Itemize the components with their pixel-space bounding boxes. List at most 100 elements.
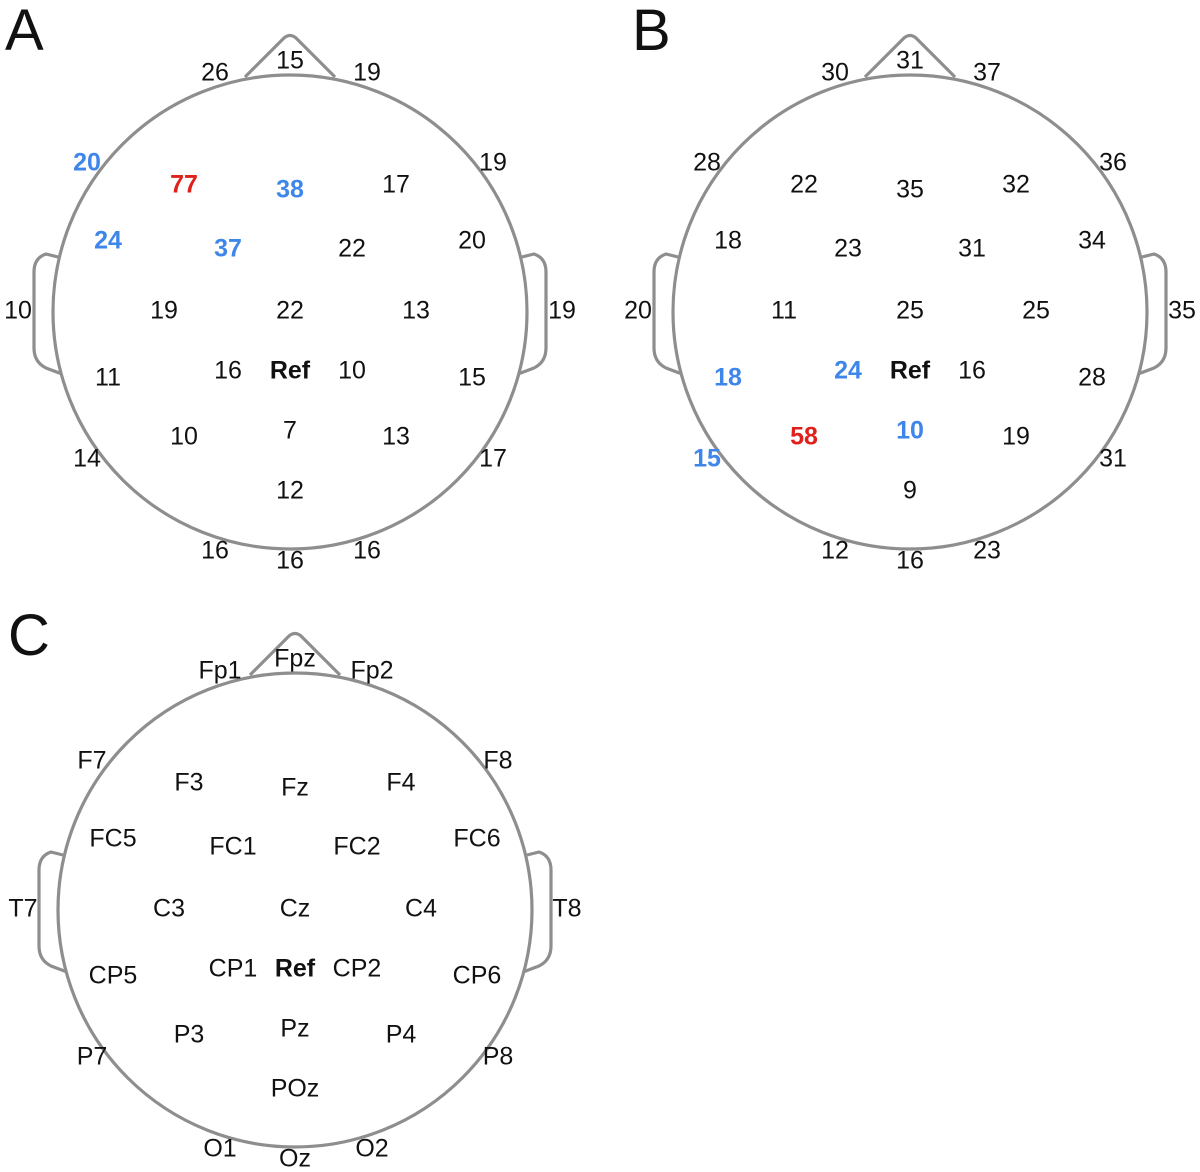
electrode-value: 18 — [714, 227, 742, 255]
electrode-value: 16 — [214, 357, 242, 385]
panel-letter: C — [8, 603, 50, 668]
electrode-value: 23 — [834, 235, 862, 263]
electrode-value: CP2 — [333, 955, 382, 983]
electrode-value: Fz — [281, 774, 309, 802]
electrode-value: 19 — [353, 59, 381, 87]
electrode-value: C3 — [153, 895, 185, 923]
electrode-value: FC1 — [209, 833, 256, 861]
electrode-value: F4 — [386, 769, 415, 797]
electrode-value: 14 — [73, 445, 101, 473]
electrode-value: 31 — [958, 235, 986, 263]
electrode-value: 15 — [276, 47, 304, 75]
electrode-value: 28 — [1078, 364, 1106, 392]
electrode-value: O2 — [355, 1135, 388, 1163]
electrode-value: O1 — [203, 1135, 236, 1163]
electrode-value: 30 — [821, 59, 849, 87]
electrode-value: C4 — [405, 895, 437, 923]
electrode-value: 23 — [973, 537, 1001, 565]
electrode-value: 31 — [1099, 445, 1127, 473]
electrode-value: Fp1 — [198, 657, 241, 685]
electrode-value: 31 — [896, 47, 924, 75]
electrode-value: 22 — [338, 235, 366, 263]
electrode-value: T8 — [552, 895, 581, 923]
panel-letter: B — [632, 0, 671, 63]
electrode-value: 26 — [201, 59, 229, 87]
electrode-value: F7 — [77, 747, 106, 775]
electrode-value: CP1 — [209, 955, 258, 983]
electrode-value: 34 — [1078, 227, 1106, 255]
electrode-value: 16 — [353, 537, 381, 565]
electrode-value: P7 — [77, 1043, 108, 1071]
electrode-value: 10 — [896, 417, 924, 445]
electrode-value: 25 — [896, 297, 924, 325]
electrode-value: 12 — [821, 537, 849, 565]
electrode-value: Cz — [280, 895, 311, 923]
electrode-value: 58 — [790, 423, 818, 451]
panel-b: B 31 30 37 28 22 35 32 36 18 23 31 34 20 11 25 25 35 18 24 R… — [624, 0, 1196, 575]
electrode-value: 37 — [973, 59, 1001, 87]
electrode-value: 37 — [214, 235, 242, 263]
electrode-value: FC2 — [333, 833, 380, 861]
electrode-value: CP5 — [89, 962, 138, 990]
electrode-value: 10 — [338, 357, 366, 385]
electrode-value: 36 — [1099, 149, 1127, 177]
electrode-value: FC6 — [453, 825, 500, 853]
electrode-value: Fp2 — [350, 657, 393, 685]
electrode-value: 77 — [170, 171, 198, 199]
electrode-value: 13 — [382, 423, 410, 451]
electrode-value: 19 — [1002, 423, 1030, 451]
electrode-value: 10 — [170, 423, 198, 451]
electrode-value: 25 — [1022, 297, 1050, 325]
panel-letter: A — [5, 0, 44, 63]
electrode-value: P8 — [483, 1043, 514, 1071]
electrode-value: Fpz — [274, 645, 316, 673]
electrode-value: 11 — [771, 297, 797, 325]
electrode-value: 15 — [458, 364, 486, 392]
electrode-value: FC5 — [89, 825, 136, 853]
electrode-value: 19 — [479, 149, 507, 177]
electrode-value: 16 — [201, 537, 229, 565]
electrode-value: 12 — [276, 477, 304, 505]
electrode-value: 19 — [548, 297, 576, 325]
reference-label: Ref — [270, 357, 311, 385]
electrode-value: 15 — [693, 445, 721, 473]
electrode-value: 19 — [150, 297, 178, 325]
electrode-value: 22 — [790, 171, 818, 199]
electrode-value: F3 — [174, 769, 203, 797]
electrode-value: F8 — [483, 747, 512, 775]
electrode-value: 20 — [73, 149, 101, 177]
electrode-value: 24 — [834, 357, 862, 385]
electrode-value: P3 — [174, 1021, 205, 1049]
reference-label: Ref — [275, 955, 316, 983]
electrode-value: T7 — [8, 895, 37, 923]
electrode-value: 9 — [903, 477, 917, 505]
electrode-value: P4 — [386, 1021, 417, 1049]
electrode-value: 16 — [958, 357, 986, 385]
electrode-value: 10 — [4, 297, 32, 325]
electrode-value: 38 — [276, 176, 304, 204]
electrode-value: 24 — [94, 227, 122, 255]
electrode-value: Pz — [280, 1015, 309, 1043]
panel-a: A 15 26 19 20 77 38 17 19 24 37 22 20 10 19 22 13 19 11 16 R… — [4, 0, 576, 575]
electrode-value: 16 — [896, 547, 924, 575]
electrode-value: 17 — [382, 171, 410, 199]
electrode-value: 16 — [276, 547, 304, 575]
electrode-value: 11 — [95, 364, 121, 392]
electrode-value: 28 — [693, 149, 721, 177]
electrode-value: 32 — [1002, 171, 1030, 199]
reference-label: Ref — [890, 357, 931, 385]
electrode-value: 35 — [896, 176, 924, 204]
electrode-value: 22 — [276, 297, 304, 325]
electrode-value: 7 — [283, 417, 297, 445]
electrode-value: 18 — [714, 364, 742, 392]
electrode-value: 17 — [479, 445, 507, 473]
electrode-value: 20 — [624, 297, 652, 325]
electrode-value: Oz — [279, 1145, 311, 1172]
electrode-value: 13 — [402, 297, 430, 325]
electrode-value: POz — [271, 1075, 320, 1103]
electrode-value: 35 — [1168, 297, 1196, 325]
electrode-value: CP6 — [453, 962, 502, 990]
electrode-value: 20 — [458, 227, 486, 255]
